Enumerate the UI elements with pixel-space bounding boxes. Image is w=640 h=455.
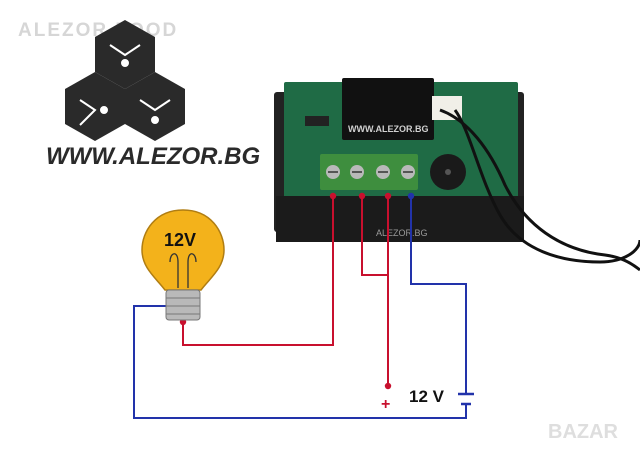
hexagon-circuit-logo (65, 20, 185, 141)
terminal-block (320, 154, 418, 190)
bulb-label: 12V (164, 230, 196, 250)
logo-site-text: WWW.ALEZOR.BG (46, 143, 260, 170)
wire-red-lamp (182, 196, 334, 346)
supply-dot-red (384, 382, 392, 390)
light-bulb-icon (141, 209, 225, 321)
module-front-text: ALEZOR.BG (376, 228, 428, 238)
power-plus-sign: + (381, 396, 390, 413)
terminal-dot-2 (358, 192, 366, 200)
battery-symbol (458, 392, 474, 406)
thermostat-module: ALEZOR.BG WWW.ALEZOR.BG (274, 78, 524, 242)
terminal-dot-4 (407, 192, 415, 200)
relay (342, 78, 434, 140)
watermark-bottom: BAZAR (548, 421, 619, 443)
terminal-dot-1 (329, 192, 337, 200)
terminal-dot-3 (384, 192, 392, 200)
wire-blue (133, 196, 467, 419)
relay-text: WWW.ALEZOR.BG (348, 124, 429, 134)
power-voltage-label: 12 V (409, 387, 445, 406)
wire-red-supply (361, 196, 389, 384)
